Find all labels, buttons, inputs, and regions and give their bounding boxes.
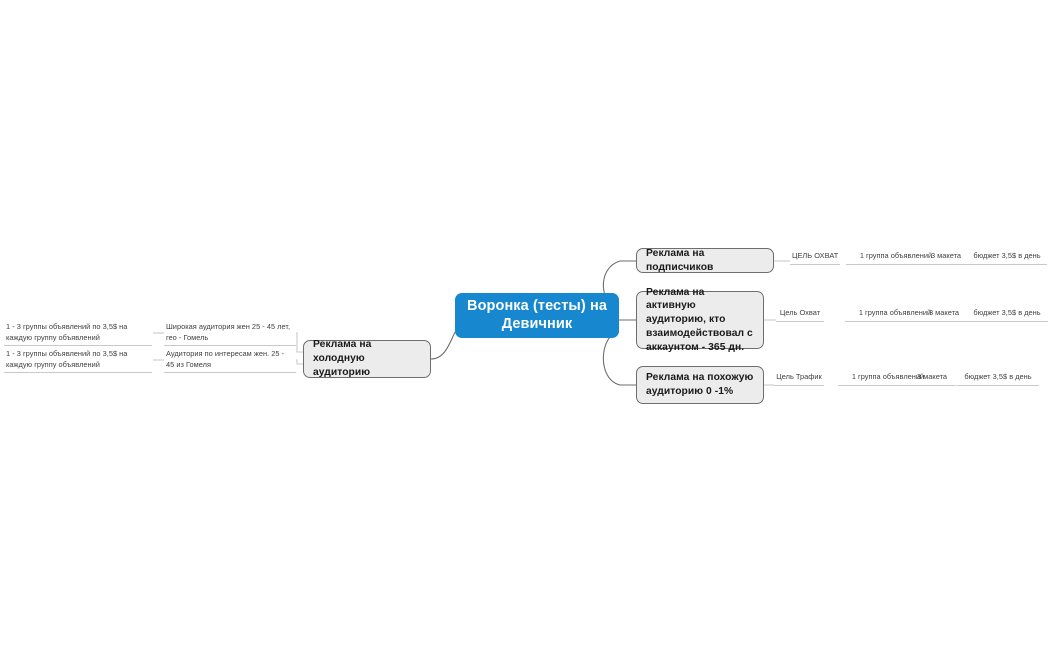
topic-cold-audience[interactable]: Реклама на холодную аудиторию bbox=[303, 339, 431, 378]
leaf-active-budget[interactable]: бюджет 3,5$ в день bbox=[966, 308, 1048, 322]
leaf-subscribers-budget[interactable]: бюджет 3,5$ в день bbox=[967, 251, 1047, 265]
topic-active-audience[interactable]: Реклама на активную аудиторию, кто взаим… bbox=[636, 287, 764, 353]
leaf-lookalike-adgroups[interactable]: 1 группа объявлений bbox=[838, 372, 938, 386]
leaf-subscribers-creatives[interactable]: 3 макета bbox=[922, 251, 970, 265]
leaf-cold-broad-audience[interactable]: Широкая аудитория жен 25 - 45 лет, гео -… bbox=[164, 322, 296, 347]
leaf-interest-adsets[interactable]: 1 - 3 группы объявлений по 3,5$ на кажду… bbox=[4, 349, 152, 374]
leaf-active-adgroups[interactable]: 1 группа объявлений bbox=[845, 308, 945, 322]
topic-subscribers-label: Реклама на подписчиков bbox=[646, 247, 714, 273]
leaf-lookalike-budget[interactable]: бюджет 3,5$ в день bbox=[957, 372, 1039, 386]
topic-subscribers[interactable]: Реклама на подписчиков bbox=[636, 248, 774, 273]
topic-active-audience-label: Реклама на активную аудиторию, кто взаим… bbox=[646, 286, 753, 353]
root-node[interactable]: Воронка (тесты) на Девичник bbox=[455, 293, 619, 338]
leaf-broad-adsets[interactable]: 1 - 3 группы объявлений по 3,5$ на кажду… bbox=[4, 322, 152, 347]
topic-lookalike-audience[interactable]: Реклама на похожую аудиторию 0 -1% bbox=[636, 366, 764, 404]
leaf-subscribers-goal[interactable]: ЦЕЛЬ ОХВАТ bbox=[790, 251, 840, 265]
leaf-cold-interest-audience[interactable]: Аудитория по интересам жен. 25 - 45 из Г… bbox=[164, 349, 296, 374]
connector-cold-to-interests bbox=[296, 359, 303, 365]
leaf-lookalike-goal[interactable]: Цель Трафик bbox=[774, 372, 824, 386]
root-node-label: Воронка (тесты) на Девичник bbox=[467, 297, 607, 332]
leaf-lookalike-creatives[interactable]: 3 макета bbox=[908, 372, 956, 386]
connector-root-to-cold bbox=[430, 331, 456, 360]
leaf-subscribers-adgroups[interactable]: 1 группа объявлений bbox=[846, 251, 946, 265]
topic-cold-audience-label: Реклама на холодную аудиторию bbox=[313, 339, 372, 378]
topic-lookalike-audience-label: Реклама на похожую аудиторию 0 -1% bbox=[646, 372, 754, 397]
leaf-active-goal[interactable]: Цель Охват bbox=[776, 308, 824, 322]
leaf-active-creatives[interactable]: 3 макета bbox=[920, 308, 968, 322]
connector-cold-to-broad bbox=[296, 332, 303, 353]
connector-root-to-lookalike bbox=[602, 331, 636, 386]
